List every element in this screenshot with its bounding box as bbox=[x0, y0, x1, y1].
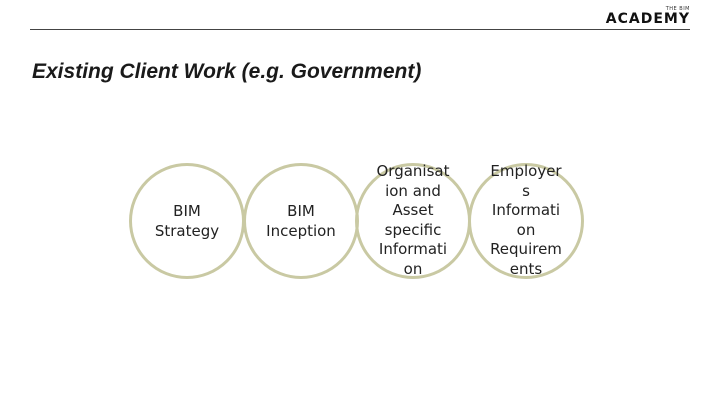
label-line: BIM bbox=[287, 202, 315, 220]
academy-logo: THE BIM ACADEMY bbox=[606, 6, 690, 26]
label-line: Strategy bbox=[154, 221, 220, 240]
label-line: Requirem bbox=[490, 240, 562, 258]
circle-label-bim-strategy: BIM Strategy bbox=[137, 202, 237, 241]
circle-employers-info-req bbox=[468, 163, 584, 279]
label-line: Employer bbox=[490, 162, 562, 180]
logo-small-text: THE BIM bbox=[665, 6, 690, 12]
label-line: specific bbox=[384, 220, 442, 239]
label-line: Inception bbox=[266, 221, 336, 240]
label-line: on bbox=[403, 259, 423, 278]
slide-title: Existing Client Work (e.g. Government) bbox=[32, 60, 422, 83]
label-line: BIM bbox=[173, 202, 201, 220]
label-line: on bbox=[516, 220, 536, 239]
label-line: Informati bbox=[491, 201, 561, 219]
circle-label-organisation-asset-info: Organisat ion and Asset specific Informa… bbox=[363, 162, 463, 279]
label-line: ents bbox=[509, 259, 543, 278]
label-line: Informati bbox=[378, 240, 448, 258]
label-line: ion and bbox=[385, 181, 441, 200]
label-line: Organisat bbox=[376, 162, 450, 180]
logo-main-text: ACADEMY bbox=[605, 11, 690, 27]
header-divider bbox=[30, 29, 690, 30]
label-line: s bbox=[522, 181, 530, 200]
circle-label-bim-inception: BIM Inception bbox=[251, 202, 351, 241]
circle-label-employers-info-req: Employer s Informati on Requirem ents bbox=[476, 162, 576, 279]
label-line: Asset bbox=[392, 201, 434, 219]
